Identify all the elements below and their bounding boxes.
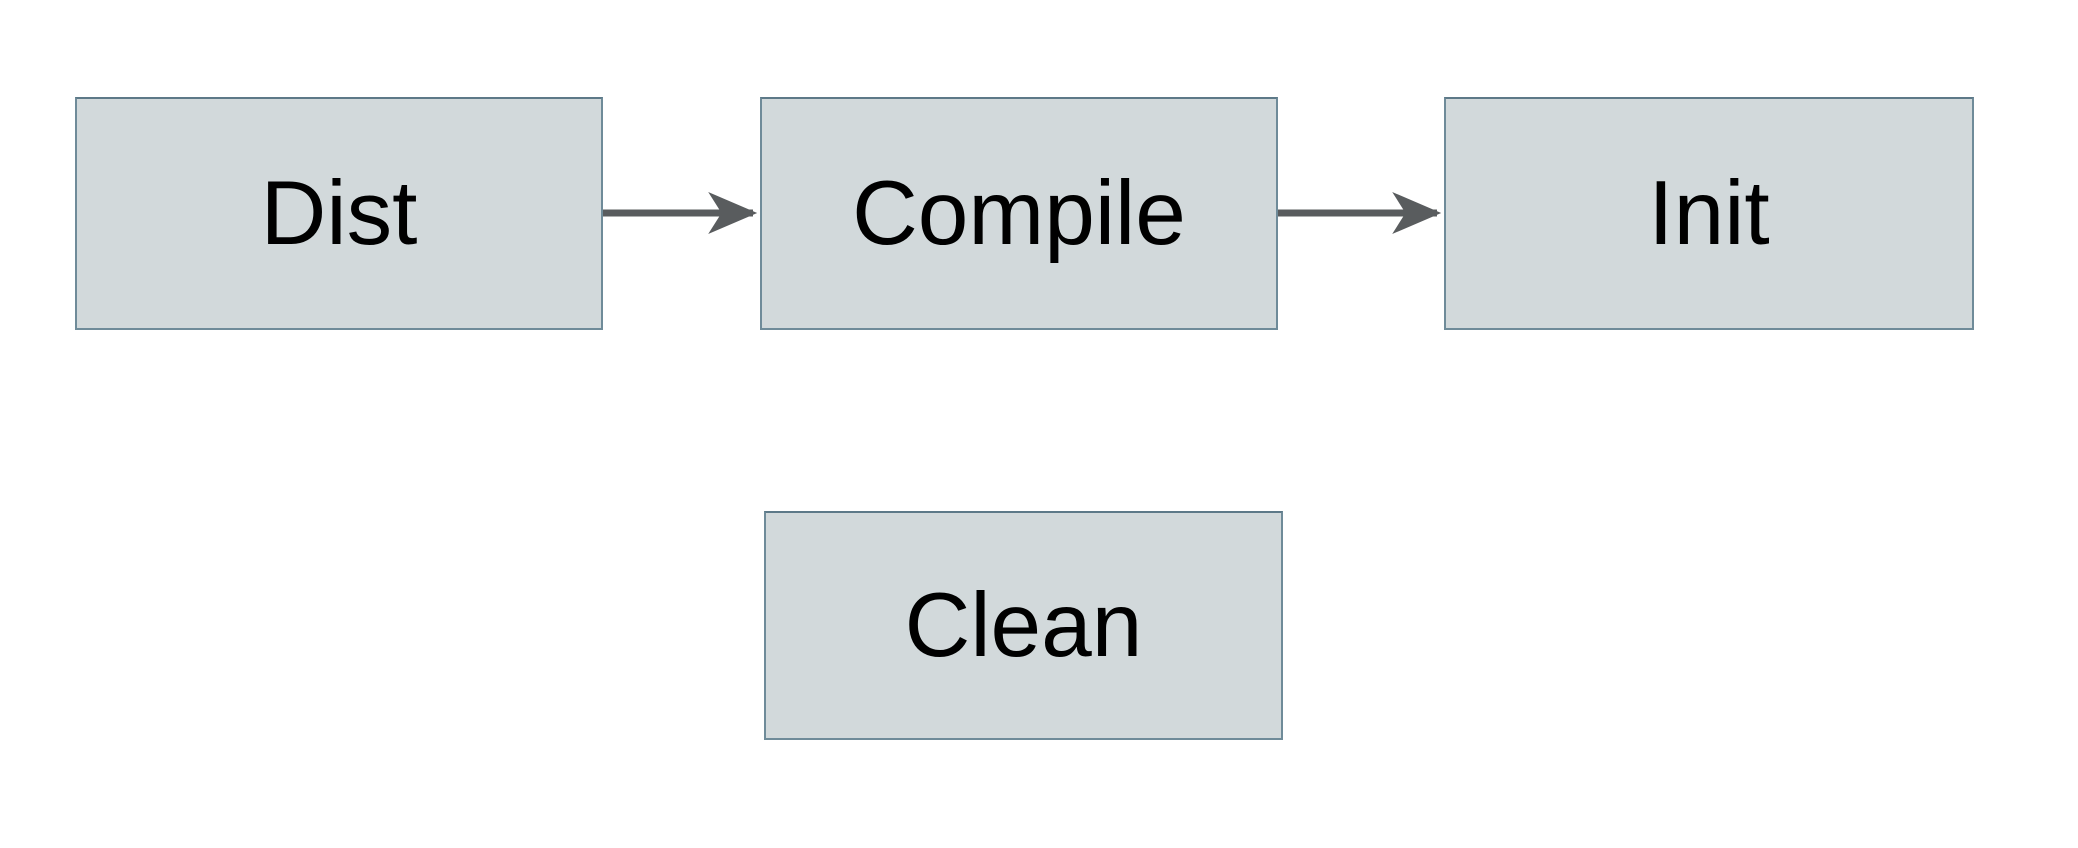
node-dist: Dist (75, 97, 603, 330)
node-init: Init (1444, 97, 1974, 330)
node-compile: Compile (760, 97, 1278, 330)
node-clean-label: Clean (904, 575, 1143, 676)
node-init-label: Init (1648, 163, 1770, 264)
node-clean: Clean (764, 511, 1283, 740)
node-compile-label: Compile (852, 163, 1186, 264)
node-dist-label: Dist (260, 163, 418, 264)
